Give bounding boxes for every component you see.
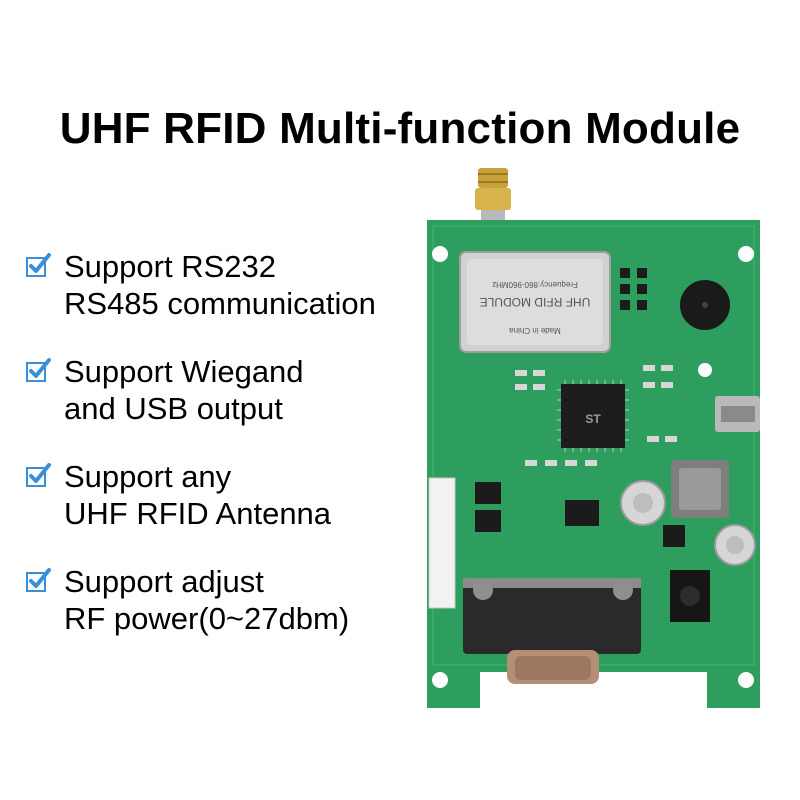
electrolytic-capacitor (714, 524, 756, 566)
pin-header (620, 268, 647, 310)
module-brand-label: UHF RFID MODULE (480, 295, 591, 309)
feature-item: Support RS232 RS485 communication (20, 248, 420, 322)
feature-item: Support Wiegand and USB output (20, 353, 420, 427)
mini-usb-port (715, 396, 760, 432)
electrolytic-capacitor (620, 480, 666, 526)
feature-line: RS485 communication (64, 286, 376, 321)
uhf-rfid-module-shield: Made in China UHF RFID MODULE Frequency:… (459, 251, 611, 353)
feature-line: Support any (64, 459, 232, 494)
feature-line: and USB output (64, 391, 283, 426)
feature-line: UHF RFID Antenna (64, 496, 332, 531)
db9-serial-port (463, 578, 641, 684)
check-mark-icon (26, 463, 51, 487)
check-mark-icon (26, 253, 51, 277)
side-connector (428, 477, 456, 609)
feature-line: Support RS232 (64, 249, 276, 284)
rfid-module-board-photo: Made in China UHF RFID MODULE Frequency:… (427, 168, 760, 708)
dc-power-jack (670, 570, 710, 622)
chip-logo: ST (585, 412, 601, 426)
feature-line: Support Wiegand (64, 354, 304, 389)
feature-list: Support RS232 RS485 communication Suppor… (20, 248, 420, 637)
feature-line: RF power(0~27dbm) (64, 601, 350, 636)
power-inductor (671, 460, 729, 518)
feature-item: Support adjust RF power(0~27dbm) (20, 563, 420, 637)
mcu-chip: ST (557, 380, 629, 452)
check-mark-icon (26, 358, 51, 382)
module-made-in-label: Made in China (509, 326, 561, 335)
check-mark-icon (26, 568, 51, 592)
module-frequency-label: Frequency:860-960MHz (492, 280, 578, 289)
page-title: UHF RFID Multi-function Module (59, 104, 741, 153)
feature-item: Support any UHF RFID Antenna (20, 458, 420, 532)
feature-line: Support adjust (64, 564, 264, 599)
